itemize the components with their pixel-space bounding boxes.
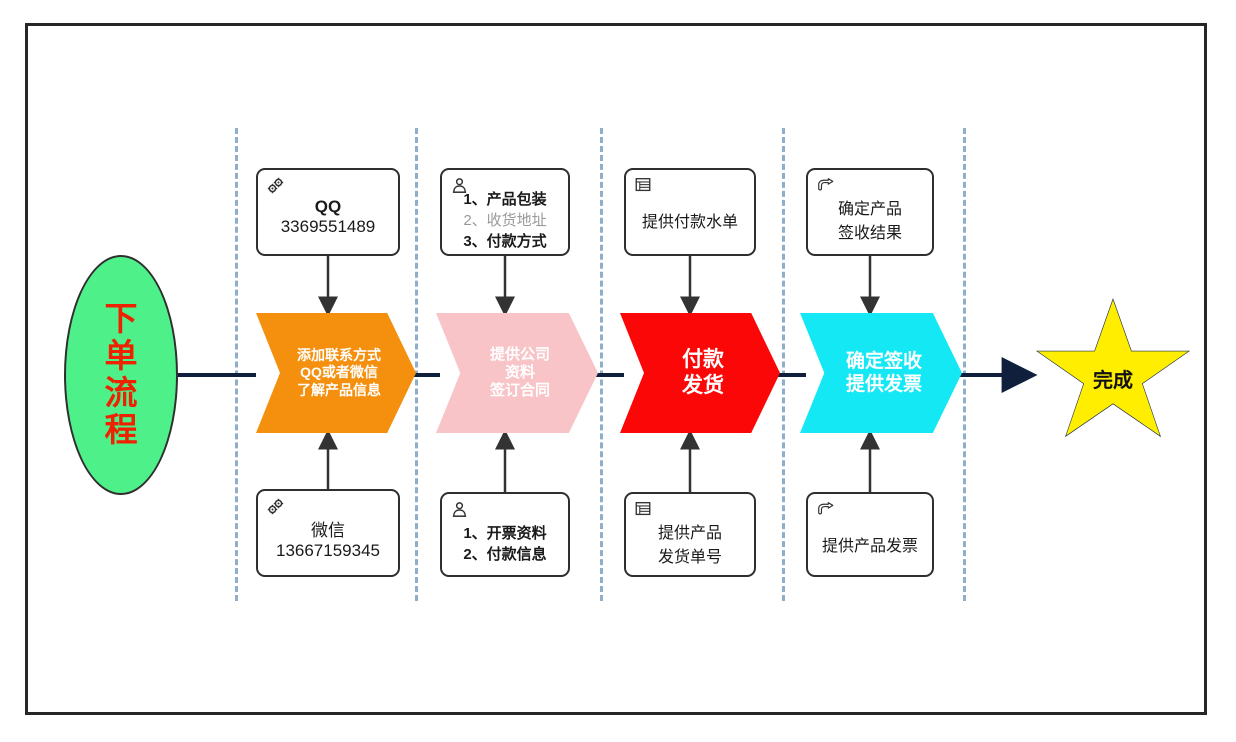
- start-label-line-1: 下: [104, 300, 138, 338]
- stage-4-bottom-box-text: 提供产品发票: [822, 532, 918, 556]
- text-line: 签收结果: [837, 225, 902, 242]
- text-line: 3、付款方式: [463, 232, 547, 250]
- stage-4-process-label: 确定签收 提供发票: [846, 350, 922, 396]
- text-line: 1、开票资料: [463, 524, 547, 542]
- text-line: 添加联系方式: [297, 347, 381, 364]
- text-line: 确定签收: [845, 350, 922, 372]
- document-list-icon: [634, 500, 654, 520]
- text-line: 2、付款信息: [463, 545, 547, 563]
- lane-separator-5: [963, 128, 966, 601]
- end-node-label: 完成: [1093, 369, 1133, 392]
- stage-4-process[interactable]: 确定签收 提供发票: [800, 313, 962, 433]
- stage-3-bottom-box[interactable]: 提供产品 发货单号: [624, 492, 756, 577]
- stage-1-process[interactable]: 添加联系方式 QQ或者微信 了解产品信息: [256, 313, 416, 433]
- stage-4-top-box[interactable]: 确定产品 签收结果: [806, 168, 934, 256]
- text-line: 1、产品包装: [463, 190, 547, 208]
- text-line: 微信: [310, 520, 345, 540]
- text-line: 提供发票: [845, 374, 922, 395]
- stage-2-top-box[interactable]: 1、产品包装 2、收货地址 3、付款方式: [440, 168, 570, 256]
- stage-4-top-box-text: 确定产品 签收结果: [838, 195, 902, 243]
- text-line: 资料: [504, 363, 535, 381]
- text-line: 签订合同: [489, 382, 550, 400]
- lane-separator-4: [782, 128, 785, 601]
- gears-icon: [266, 176, 286, 196]
- stage-3-process[interactable]: 付款 发货: [620, 313, 780, 433]
- document-list-icon: [634, 176, 654, 196]
- stage-3-bottom-box-text: 提供产品 发货单号: [658, 519, 722, 567]
- text-line: 3369551489: [280, 217, 376, 236]
- text-line: 了解产品信息: [297, 381, 381, 398]
- pointing-hand-icon: [816, 176, 836, 196]
- stage-3-top-box[interactable]: 提供付款水单: [624, 168, 756, 256]
- stage-3-process-label: 付款 发货: [682, 347, 724, 398]
- start-label-line-2: 单: [104, 337, 138, 375]
- text-line: 提供付款水单: [641, 214, 738, 231]
- stage-1-top-box[interactable]: QQ 3369551489: [256, 168, 400, 256]
- stage-2-process[interactable]: 提供公司 资料 签订合同: [436, 313, 598, 433]
- text-line: 发货单号: [657, 548, 722, 566]
- stage-2-top-box-text: 1、产品包装 2、收货地址 3、付款方式: [463, 188, 546, 251]
- stage-1-top-box-text: QQ 3369551489: [281, 197, 376, 237]
- start-node[interactable]: 下 单 流 程: [64, 255, 178, 495]
- stage-2-process-label: 提供公司 资料 签订合同: [490, 346, 550, 401]
- text-line: 发货: [682, 374, 724, 397]
- person-icon: [450, 500, 470, 520]
- person-icon: [450, 176, 470, 196]
- lane-separator-1: [235, 128, 238, 601]
- lane-separator-3: [600, 128, 603, 601]
- stage-2-bottom-box-text: 1、开票资料 2、付款信息: [463, 522, 546, 564]
- start-node-label: 下 单 流 程: [104, 300, 138, 449]
- stage-1-bottom-box[interactable]: 微信 13667159345: [256, 489, 400, 577]
- text-line: 提供产品: [657, 524, 722, 542]
- start-label-line-3: 流: [104, 374, 138, 411]
- stage-1-process-label: 添加联系方式 QQ或者微信 了解产品信息: [297, 347, 381, 398]
- stage-4-bottom-box[interactable]: 提供产品发票: [806, 492, 934, 577]
- text-line: 13667159345: [275, 540, 380, 560]
- lane-separator-2: [415, 128, 418, 601]
- start-label-line-4: 程: [104, 410, 138, 448]
- stage-3-top-box-text: 提供付款水单: [642, 208, 738, 232]
- text-line: 付款: [682, 348, 724, 372]
- stage-2-bottom-box[interactable]: 1、开票资料 2、付款信息: [440, 492, 570, 577]
- text-line: 提供公司: [489, 345, 550, 363]
- text-line: 2、收货地址: [463, 211, 547, 229]
- gears-icon: [266, 497, 286, 517]
- text-line: QQ: [314, 197, 342, 216]
- stage-1-bottom-box-text: 微信 13667159345: [276, 516, 380, 561]
- pointing-hand-icon: [816, 500, 836, 520]
- end-node[interactable]: 完成: [1035, 298, 1191, 446]
- text-line: 确定产品: [837, 201, 902, 218]
- text-line: QQ或者微信: [300, 364, 378, 381]
- text-line: 提供产品发票: [821, 537, 918, 555]
